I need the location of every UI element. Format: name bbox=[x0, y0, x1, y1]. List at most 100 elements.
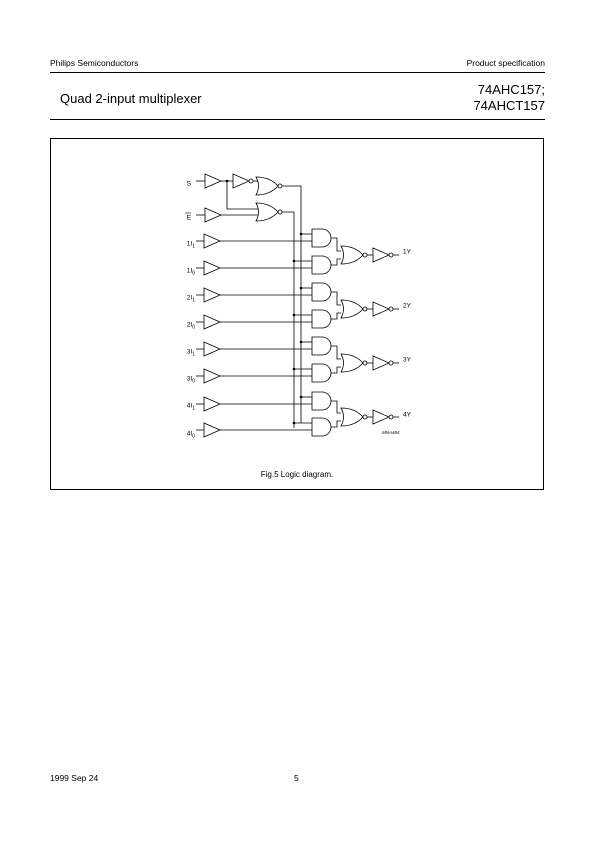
label-2Y: 2Y bbox=[403, 303, 412, 310]
figure-caption: Fig.5 Logic diagram. bbox=[260, 470, 334, 479]
buffer-gate bbox=[372, 355, 390, 371]
and-gate bbox=[311, 228, 332, 248]
wire bbox=[331, 345, 341, 360]
label-4I0-text: 4I bbox=[187, 431, 193, 438]
buffer-gate bbox=[372, 301, 390, 317]
buffer-gate bbox=[204, 173, 222, 189]
wire bbox=[282, 211, 295, 428]
label-4Y: 4Y bbox=[403, 412, 412, 419]
and-gate bbox=[311, 282, 332, 302]
part-number-line-2: 74AHCT157 bbox=[473, 98, 545, 113]
label-3I1: 3I1 bbox=[187, 349, 195, 358]
wires bbox=[196, 180, 399, 431]
label-subscript: 1 bbox=[192, 244, 195, 250]
gates bbox=[203, 173, 394, 438]
footer-page-number: 5 bbox=[294, 773, 299, 783]
label-1I1: 1I1 bbox=[187, 241, 195, 250]
wire bbox=[331, 291, 341, 306]
label-3I0-text: 3I bbox=[187, 376, 193, 383]
header-rule-bottom bbox=[50, 119, 545, 120]
or-gate bbox=[340, 245, 364, 265]
buffer-gate bbox=[232, 173, 250, 189]
inverter-bubble bbox=[277, 183, 283, 189]
label-subscript: 0 bbox=[192, 271, 195, 277]
wire bbox=[226, 181, 258, 210]
junction-dot bbox=[225, 179, 229, 183]
logic-diagram: S E 1I1 1I0 2I1 2I0 3I1 3I0 4I1 4I0 1Y 2… bbox=[185, 173, 412, 440]
buffer-gate bbox=[203, 287, 221, 303]
label-select: S bbox=[187, 181, 192, 188]
wire bbox=[282, 185, 302, 423]
label-subscript: 1 bbox=[192, 352, 195, 358]
junction-dot bbox=[299, 340, 303, 344]
label-1I0-text: 1I bbox=[187, 268, 193, 275]
inverter-bubble bbox=[362, 252, 368, 258]
or-gate bbox=[340, 407, 364, 427]
junction-dot bbox=[299, 232, 303, 236]
and-gate bbox=[311, 309, 332, 329]
wire bbox=[331, 366, 341, 374]
and-gate bbox=[311, 417, 332, 437]
buffer-gate bbox=[203, 341, 221, 357]
inverter-bubble bbox=[277, 209, 283, 215]
inverter-bubble bbox=[388, 252, 394, 258]
label-subscript: 0 bbox=[192, 379, 195, 385]
label-2I1-text: 2I bbox=[187, 295, 193, 302]
label-4I0: 4I0 bbox=[187, 431, 195, 440]
junction-dot bbox=[292, 313, 296, 317]
inverter-bubble bbox=[362, 306, 368, 312]
label-enable: E bbox=[187, 215, 192, 222]
label-subscript: 1 bbox=[192, 298, 195, 304]
label-subscript: 0 bbox=[192, 325, 195, 331]
junction-dot bbox=[299, 286, 303, 290]
label-2I1: 2I1 bbox=[187, 295, 195, 304]
or-gate bbox=[340, 353, 364, 373]
inverter-bubble bbox=[362, 414, 368, 420]
junction-dot bbox=[292, 367, 296, 371]
company-name: Philips Semiconductors bbox=[50, 58, 139, 68]
label-1I0: 1I0 bbox=[187, 268, 195, 277]
wire bbox=[331, 312, 341, 320]
pin-labels: S E 1I1 1I0 2I1 2I0 3I1 3I0 4I1 4I0 1Y 2… bbox=[185, 181, 412, 440]
wire bbox=[331, 420, 341, 428]
header-rule-top bbox=[50, 72, 545, 73]
part-number-line-1: 74AHC157; bbox=[477, 82, 545, 97]
junction-dots bbox=[225, 179, 303, 425]
label-3Y: 3Y bbox=[403, 357, 412, 364]
buffer-gate bbox=[203, 368, 221, 384]
label-4I1-text: 4I bbox=[187, 403, 193, 410]
inverter-bubble bbox=[362, 360, 368, 366]
and-gate bbox=[311, 363, 332, 383]
footer-date: 1999 Sep 24 bbox=[50, 773, 99, 783]
wire bbox=[331, 237, 341, 252]
wire bbox=[331, 258, 341, 266]
buffer-gate bbox=[203, 233, 221, 249]
buffer-gate bbox=[372, 247, 390, 263]
buffer-gate bbox=[204, 207, 222, 223]
buffer-gate bbox=[203, 260, 221, 276]
label-4I1: 4I1 bbox=[187, 403, 195, 412]
buffer-gate bbox=[203, 422, 221, 438]
label-subscript: 0 bbox=[192, 434, 195, 440]
inverter-bubble bbox=[388, 414, 394, 420]
or-gate bbox=[255, 176, 279, 196]
label-2I0-text: 2I bbox=[187, 322, 193, 329]
junction-dot bbox=[292, 421, 296, 425]
buffer-gate bbox=[372, 409, 390, 425]
inverter-bubble bbox=[388, 360, 394, 366]
label-1I1-text: 1I bbox=[187, 241, 193, 248]
label-3I0: 3I0 bbox=[187, 376, 195, 385]
and-gate bbox=[311, 336, 332, 356]
label-subscript: 1 bbox=[192, 406, 195, 412]
label-1Y: 1Y bbox=[403, 249, 412, 256]
or-gate bbox=[340, 299, 364, 319]
or-gate bbox=[255, 202, 279, 222]
buffer-gate bbox=[203, 396, 221, 412]
and-gate bbox=[311, 391, 332, 411]
buffer-gate bbox=[203, 314, 221, 330]
part-number: 74AHC157; 74AHCT157 bbox=[473, 82, 545, 114]
document-title: Quad 2-input multiplexer bbox=[60, 91, 202, 106]
junction-dot bbox=[292, 259, 296, 263]
figure-code: MNA484 bbox=[382, 430, 400, 435]
inverter-bubble bbox=[248, 178, 254, 184]
